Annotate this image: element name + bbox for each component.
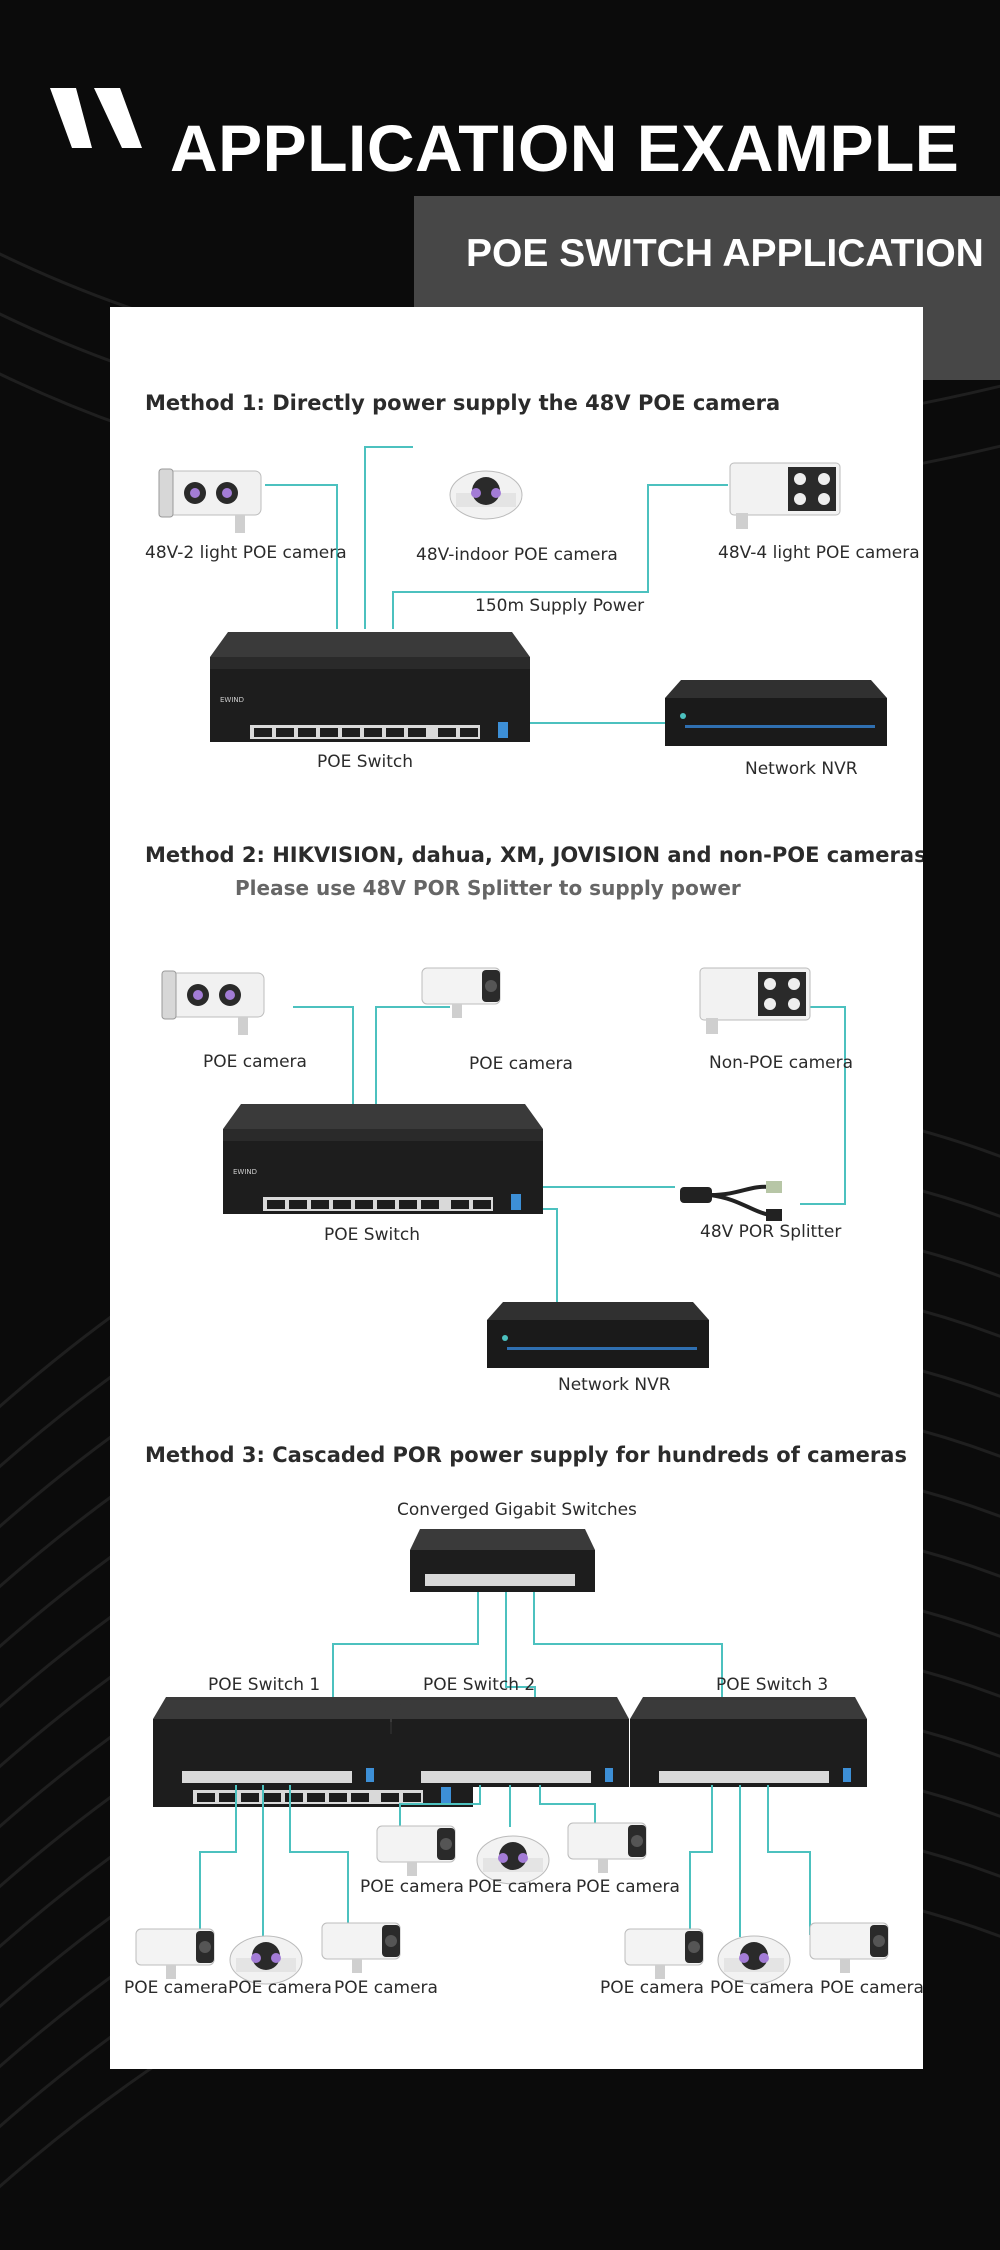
method2-wire-cam-left [293, 1006, 354, 1108]
sw2-camera-b-label: POE camera [468, 1877, 572, 1897]
page-title: APPLICATION EXAMPLE [170, 111, 960, 185]
method3-title: Method 3: Cascaded POR power supply for … [145, 1443, 907, 1467]
method2-camera-right-label: Non-POE camera [709, 1053, 853, 1073]
sw2-camera-a-label: POE camera [360, 1877, 464, 1897]
sw3-camera-a-label: POE camera [600, 1978, 704, 1998]
sw1-camera-a-label: POE camera [124, 1978, 228, 1998]
method1-camera-right-label: 48V-4 light POE camera [718, 543, 920, 563]
sw3-camera-b-icon [717, 1935, 791, 1985]
method3-switch2-label: POE Switch 2 [423, 1675, 535, 1695]
method1-wire-cam-right [392, 484, 728, 629]
method1-nvr-label: Network NVR [745, 759, 858, 779]
method3-switch2 [392, 1697, 629, 1787]
method2-wire-nvr [515, 1208, 558, 1307]
method1-supply-label: 150m Supply Power [475, 596, 644, 616]
sw3-camera-c-label: POE camera [820, 1978, 923, 1998]
camera-indoor-icon [449, 470, 523, 520]
sw1-camera-b-icon [229, 1935, 303, 1985]
method3-wire-sw3 [533, 1592, 723, 1697]
method2-camera-right-icon [699, 967, 811, 1035]
sw2-camera-a-icon [376, 1825, 456, 1877]
method2-switch-label: POE Switch [324, 1225, 420, 1245]
sw1-wire-a [199, 1785, 237, 1937]
camera-4-light-icon [729, 462, 841, 530]
method1-camera-mid-label: 48V-indoor POE camera [416, 545, 618, 565]
method3-switch1-label: POE Switch 1 [208, 1675, 320, 1695]
method1-wire-cam-mid [364, 446, 413, 629]
method3-wire-sw2 [505, 1592, 536, 1697]
method2-wire-cam-right [800, 1006, 846, 1205]
sw1-wire-c [289, 1785, 349, 1929]
sw3-camera-b-label: POE camera [710, 1978, 814, 1998]
sw1-camera-c-icon [321, 1922, 401, 1974]
method1-wire-cam-left [265, 484, 338, 629]
sw2-camera-c-icon [567, 1822, 647, 1874]
network-diagram: EWIND [124, 391, 923, 1998]
sw3-camera-a-icon [624, 1928, 704, 1980]
method3-core-label: Converged Gigabit Switches [397, 1500, 637, 1520]
method1-poe-switch-icon [210, 632, 530, 742]
sw3-wire-a [689, 1785, 713, 1935]
method3-wire-sw1 [332, 1592, 479, 1697]
splitter-icon [678, 1179, 784, 1223]
sw1-camera-b-label: POE camera [228, 1978, 332, 1998]
section-title: POE SWITCH APPLICATION [466, 232, 984, 275]
method1-camera-left-label: 48V-2 light POE camera [145, 543, 347, 563]
method2-splitter-label: 48V POR Splitter [700, 1222, 841, 1242]
method2-camera-left-label: POE camera [203, 1052, 307, 1072]
method2-wire-cam-mid [375, 1006, 450, 1108]
core-switch-icon [410, 1529, 595, 1592]
sw3-camera-c-icon [809, 1922, 889, 1974]
method3-switch1 [153, 1697, 390, 1787]
sw1-camera-a-icon [135, 1928, 215, 1980]
method1-title: Method 1: Directly power supply the 48V … [145, 391, 780, 415]
sw2-wire-c [539, 1785, 596, 1827]
method1-switch-label: POE Switch [317, 752, 413, 772]
method1-nvr-icon [665, 680, 887, 746]
method2-camera-mid-icon [421, 967, 501, 1019]
method2-nvr-icon [487, 1302, 709, 1368]
quote-icon [50, 88, 142, 148]
sw3-wire-c [767, 1785, 811, 1935]
method2-nvr-label: Network NVR [558, 1375, 671, 1395]
method2-camera-mid-label: POE camera [469, 1054, 573, 1074]
method2-subtitle: Please use 48V POR Splitter to supply po… [235, 876, 741, 900]
method3-switch3 [630, 1697, 867, 1787]
method2-camera-left-icon [161, 970, 265, 1036]
method3-switch3-label: POE Switch 3 [716, 1675, 828, 1695]
sw2-camera-c-label: POE camera [576, 1877, 680, 1897]
sw2-wire-a [399, 1785, 481, 1837]
sw1-camera-c-label: POE camera [334, 1978, 438, 1998]
method2-poe-switch-icon [223, 1104, 543, 1214]
camera-2-light-icon [158, 468, 262, 534]
method2-title: Method 2: HIKVISION, dahua, XM, JOVISION… [145, 843, 923, 867]
